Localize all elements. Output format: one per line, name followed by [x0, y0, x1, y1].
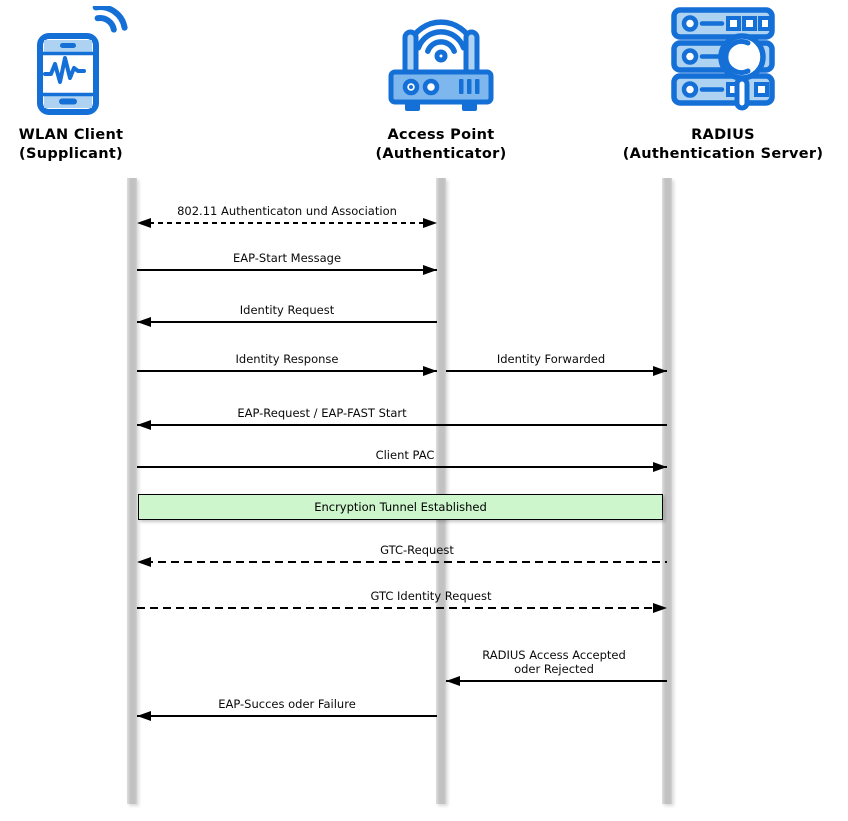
arrowhead-left — [137, 218, 151, 228]
message-label: EAP-Succes oder Failure — [218, 697, 356, 711]
actor-label-access-point: Access Point (Authenticator) — [375, 126, 506, 164]
message-line — [137, 607, 653, 609]
message-label-line2: oder Rejected — [514, 662, 594, 676]
message-label: Client PAC — [375, 448, 435, 462]
message-label: GTC-Request — [380, 543, 454, 557]
server-search-icon — [671, 7, 775, 111]
actor-role-line: (Authenticator) — [375, 146, 507, 162]
message-label: Identity Response — [235, 352, 339, 366]
message-line — [137, 321, 437, 323]
message-line — [137, 269, 437, 271]
arrowhead-left — [446, 676, 460, 686]
message-label-line1: RADIUS Access Accepted — [482, 648, 626, 662]
lifeline-wlan-client — [127, 178, 137, 804]
message-line — [137, 370, 437, 372]
message-line — [446, 370, 667, 372]
arrowhead-left — [137, 557, 151, 567]
message-line — [145, 561, 667, 563]
arrowhead-right — [653, 366, 667, 376]
message-line — [140, 222, 434, 224]
message-label: RADIUS Access Accepted oder Rejected — [482, 648, 626, 676]
note-label: Encryption Tunnel Established — [314, 500, 487, 514]
wireless-router-icon — [388, 19, 494, 111]
note-encryption-tunnel: Encryption Tunnel Established — [138, 494, 663, 520]
arrowhead-right — [423, 218, 437, 228]
actor-name-line: Access Point — [387, 127, 495, 143]
message-line — [446, 680, 667, 682]
smartphone-icon — [37, 6, 128, 115]
actor-name-line: RADIUS — [691, 127, 755, 143]
message-label: EAP-Start Message — [232, 251, 342, 265]
message-line — [137, 715, 437, 717]
arrowhead-right — [423, 265, 437, 275]
message-label: Identity Forwarded — [496, 352, 606, 366]
arrowhead-left — [137, 711, 151, 721]
message-label: 802.11 Authenticaton und Association — [177, 204, 397, 218]
lifeline-radius — [662, 178, 672, 804]
lifeline-access-point — [436, 178, 446, 804]
arrowhead-left — [137, 317, 151, 327]
actor-name-line: WLAN Client — [18, 127, 124, 143]
arrowhead-right — [423, 366, 437, 376]
actor-label-radius: RADIUS (Authentication Server) — [623, 126, 824, 164]
actor-role-line: (Authentication Server) — [622, 146, 824, 162]
actor-role-line: (Supplicant) — [19, 146, 123, 162]
message-line — [137, 466, 667, 468]
message-label: EAP-Request / EAP-FAST Start — [237, 406, 407, 420]
actor-label-wlan-client: WLAN Client (Supplicant) — [19, 126, 124, 164]
message-label: GTC Identity Request — [370, 589, 492, 603]
arrowhead-right — [653, 462, 667, 472]
message-line — [137, 424, 667, 426]
arrowhead-left — [137, 420, 151, 430]
arrowhead-right — [653, 603, 667, 613]
message-label: Identity Request — [239, 303, 335, 317]
